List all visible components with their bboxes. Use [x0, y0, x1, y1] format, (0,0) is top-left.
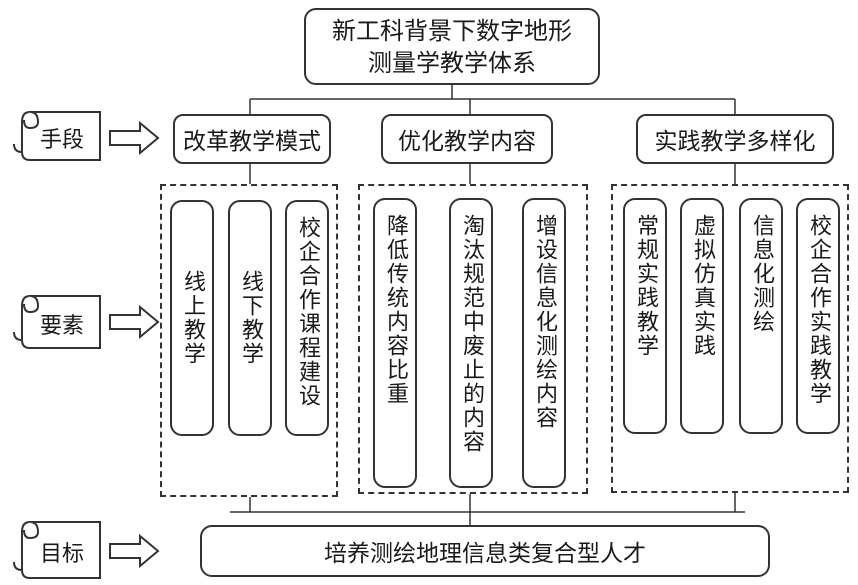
element-school-enterprise-course-text: 校企合作课程建设	[295, 216, 320, 408]
element-remove-obsolete-text: 淘汰规范中废止的内容	[459, 214, 484, 454]
element-info-surveying: 信息化测绘	[739, 198, 783, 434]
category-box-teaching-mode: 改革教学模式	[173, 114, 331, 164]
category-label-teaching-mode: 改革教学模式	[183, 129, 321, 155]
category-box-content: 优化教学内容	[381, 114, 553, 164]
element-online-teaching-text: 线上教学	[180, 270, 205, 366]
element-group-practice	[611, 184, 849, 493]
element-group-content	[358, 184, 588, 494]
element-regular-practice-text: 常规实践教学	[633, 214, 658, 358]
goal-text: 培养测绘地理信息类复合型人才	[324, 541, 646, 567]
element-reduce-traditional: 降低传统内容比重	[373, 198, 417, 488]
means-label: 手段	[40, 128, 85, 153]
element-offline-teaching-text: 线下教学	[238, 270, 263, 366]
arrow-means	[109, 120, 160, 156]
arrow-elements	[109, 304, 160, 340]
category-label-practice: 实践教学多样化	[654, 129, 816, 155]
category-label-content: 优化教学内容	[398, 129, 536, 155]
scroll-shape-means	[13, 111, 101, 161]
element-info-surveying-text: 信息化测绘	[749, 214, 774, 334]
arrow-goal	[109, 533, 160, 569]
element-virtual-simulation-text: 虚拟仿真实践	[690, 214, 715, 358]
element-remove-obsolete: 淘汰规范中废止的内容	[449, 198, 493, 488]
element-virtual-simulation: 虚拟仿真实践	[680, 198, 724, 434]
element-school-enterprise-practice-text: 校企合作实践教学	[806, 214, 831, 406]
element-add-informatization-text: 增设信息化测绘内容	[532, 214, 557, 430]
system-title-line2: 测量学教学体系	[368, 48, 536, 77]
element-school-enterprise-course: 校企合作课程建设	[285, 200, 329, 436]
element-reduce-traditional-text: 降低传统内容比重	[383, 214, 408, 406]
elements-label: 要素	[40, 314, 85, 339]
goal-label: 目标	[40, 542, 85, 567]
system-title-box: 新工科背景下数字地形 测量学教学体系	[304, 8, 600, 85]
goal-box: 培养测绘地理信息类复合型人才	[200, 525, 770, 577]
system-title-line1: 新工科背景下数字地形	[332, 16, 572, 45]
element-group-teaching-mode	[160, 184, 338, 497]
element-school-enterprise-practice: 校企合作实践教学	[796, 198, 840, 434]
element-online-teaching: 线上教学	[170, 200, 214, 436]
element-offline-teaching: 线下教学	[228, 200, 272, 436]
scroll-shape-elements	[13, 295, 101, 349]
scroll-shape-goal	[13, 521, 101, 579]
element-add-informatization: 增设信息化测绘内容	[522, 198, 566, 488]
element-regular-practice: 常规实践教学	[623, 198, 667, 434]
category-box-practice: 实践教学多样化	[636, 114, 834, 164]
